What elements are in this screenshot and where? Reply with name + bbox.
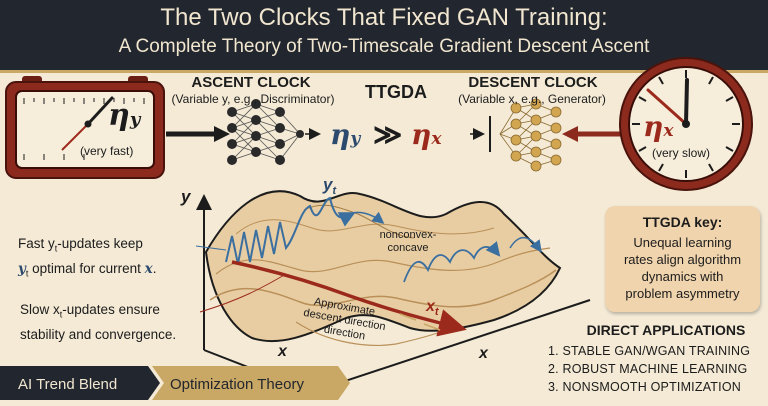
svg-text:yt: yt xyxy=(322,175,337,197)
ascent-clock-icon xyxy=(5,76,165,179)
applications-heading: DIRECT APPLICATIONS xyxy=(586,322,746,338)
ascent-speed: (very fast) xyxy=(80,144,134,158)
loss-landscape xyxy=(195,190,591,393)
application-item: 2. ROBUST MACHINE LEARNING xyxy=(548,362,748,376)
surface-label-line1: nonconvex- xyxy=(380,229,437,241)
ascent-heading: ASCENT CLOCK xyxy=(191,74,311,91)
application-item: 3. NONSMOOTH OPTIMIZATION xyxy=(548,380,741,394)
title-banner xyxy=(0,0,768,73)
ascent-desc: (Variable y, e.g., Discriminator) xyxy=(171,92,335,106)
application-item: 1. STABLE GAN/WGAN TRAINING xyxy=(548,344,751,358)
xt-label: x xyxy=(425,298,436,315)
x-axis-label-left: x xyxy=(277,343,288,360)
descent-clock-icon xyxy=(619,57,753,191)
tag-optimization: Optimization Theory xyxy=(170,376,304,393)
x-axis-label-right: x xyxy=(478,345,489,362)
ascent-rate-symbol: ηy xyxy=(108,98,141,133)
page-title: The Two Clocks That Fixed GAN Training: xyxy=(160,4,608,31)
discriminator-network-icon xyxy=(231,103,301,161)
relation-eta-y: ηy xyxy=(330,118,361,151)
page-subtitle: A Complete Theory of Two-Timescale Gradi… xyxy=(118,36,650,57)
relation-much-greater: ≫ xyxy=(373,119,403,150)
ttgda-key-box xyxy=(605,206,760,312)
descent-desc: (Variable x, e.g., Generator) xyxy=(458,92,606,106)
xt-sub: t xyxy=(435,306,440,318)
surface-label-line2: concave xyxy=(388,242,429,254)
generator-network-icon xyxy=(499,103,557,167)
svg-text:xt: xt xyxy=(425,298,440,318)
descent-speed: (very slow) xyxy=(652,146,711,160)
y-axis-label: y xyxy=(180,187,192,206)
key-title: TTGDA key: xyxy=(642,214,723,230)
fast-update-note: Fast yt-updates keep yt optimal for curr… xyxy=(18,236,157,279)
ttgda-label: TTGDA xyxy=(365,82,427,102)
relation-eta-x: ηx xyxy=(411,118,442,151)
key-text: Unequal learning rates align algorithm d… xyxy=(623,235,742,301)
tag-ai-trend: AI Trend Blend xyxy=(18,376,117,393)
tag-ribbon: AI Trend Blend Optimization Theory xyxy=(0,366,350,400)
descent-rate-symbol: ηx xyxy=(643,110,674,143)
yt-label: y xyxy=(322,175,334,194)
slow-update-note: Slow xt-updates ensure stability and con… xyxy=(20,302,177,342)
descent-heading: DESCENT CLOCK xyxy=(468,74,598,91)
yt-sub: t xyxy=(332,185,337,197)
